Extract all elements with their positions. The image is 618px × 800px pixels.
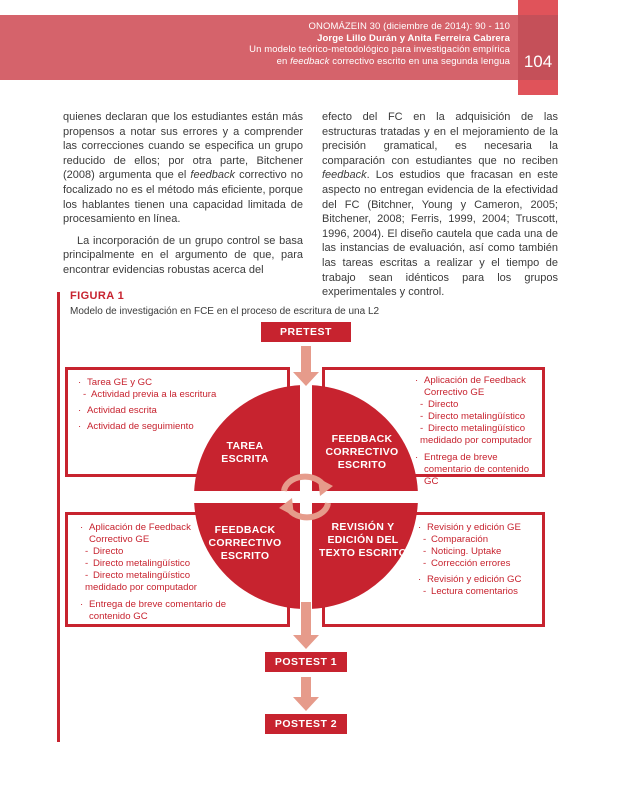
list-item: -Comparación (423, 534, 489, 546)
paragraph: efecto del FC en la adquisición de las e… (322, 111, 558, 299)
quadrant-label-feedback-correctivo-2: FEEDBACK CORRECTIVO ESCRITO (208, 524, 282, 562)
list-item: -Actividad previa a la escritura (83, 389, 217, 401)
pretest-box: PRETEST (261, 322, 351, 342)
list-item: -Directo metalingüístico (420, 423, 526, 435)
body-column-right: efecto del FC en la adquisición de las e… (322, 110, 558, 300)
info-list-bottom-left: ·Aplicación de Feedback Correctivo GE -D… (80, 522, 232, 623)
quadrant-label-revision-edicion: REVISIÓN Y EDICIÓN DEL TEXTO ESCRITO (318, 521, 408, 559)
info-list-bottom-right: ·Revisión y edición GE -Comparación -Not… (418, 522, 542, 599)
article-title-line1: Un modelo teórico-metodológico para inve… (249, 44, 510, 56)
header-band (0, 15, 558, 80)
journal-line: ONOMÁZEIN 30 (diciembre de 2014): 90 - 1… (308, 21, 510, 32)
list-item: ·Revisión y edición GC (418, 574, 522, 586)
list-item: -Directo (85, 546, 124, 558)
circle-horizontal-divider (194, 491, 418, 503)
figure-left-rule (57, 292, 60, 742)
list-item: -Directo (420, 399, 459, 411)
down-arrow-icon (293, 635, 319, 649)
list-item: -Directo metalingüístico (85, 558, 191, 570)
down-arrow-icon (301, 346, 311, 373)
list-item: -Directo metalingüístico (420, 411, 526, 423)
list-item: ·Tarea GE y GC (78, 377, 153, 388)
info-list-top-right: ·Aplicación de Feedback Correctivo GE -D… (415, 375, 541, 488)
page-number-strip-overlap (518, 15, 558, 80)
list-item: ·Aplicación de Feedback Correctivo GE (415, 375, 526, 399)
list-item: -Noticing. Uptake (423, 546, 502, 558)
down-arrow-icon (301, 677, 311, 698)
body-column-left: quienes declaran que los estudiantes est… (63, 110, 303, 278)
list-item: ·Entrega de breve comentario de contenid… (80, 598, 227, 622)
list-item: ·Revisión y edición GE (418, 522, 521, 533)
figure-label: FIGURA 1 (70, 290, 125, 302)
list-item: ·Entrega de breve comentario de contenid… (415, 451, 530, 487)
list-item: medidado por computador (420, 435, 532, 447)
journal-header: ONOMÁZEIN 30 (diciembre de 2014): 90 - 1… (60, 21, 510, 67)
page-number: 104 (523, 52, 553, 71)
down-arrow-icon (293, 697, 319, 711)
quadrant-label-tarea-escrita: TAREA ESCRITA (221, 440, 269, 465)
authors-line: Jorge Lillo Durán y Anita Ferreira Cabre… (317, 32, 510, 44)
list-item: ·Actividad escrita (78, 405, 157, 417)
quadrant-label-feedback-correctivo-1: FEEDBACK CORRECTIVO ESCRITO (325, 433, 399, 471)
list-item: ·Actividad de seguimiento (78, 421, 194, 433)
postest2-box: POSTEST 2 (265, 714, 347, 734)
postest1-box: POSTEST 1 (265, 652, 347, 672)
article-title-line2: en feedback correctivo escrito en una se… (276, 55, 510, 67)
list-item: -Directo metalingüístico (85, 570, 191, 582)
list-item: ·Aplicación de Feedback Correctivo GE (80, 522, 191, 546)
down-arrow-icon (293, 372, 319, 386)
paragraph: quienes declaran que los estudiantes est… (63, 111, 304, 226)
list-item: -Corrección errores (423, 558, 511, 570)
list-item: medidado por computador (85, 582, 197, 594)
down-arrow-icon (301, 602, 311, 635)
cycle-arrows-icon (279, 473, 333, 521)
info-list-top-left: ·Tarea GE y GC -Actividad previa a la es… (78, 377, 238, 433)
paragraph: La incorporación de un grupo control se … (63, 234, 303, 276)
figure-caption: Modelo de investigación en FCE en el pro… (70, 306, 380, 317)
list-item: -Lectura comentarios (423, 586, 518, 598)
